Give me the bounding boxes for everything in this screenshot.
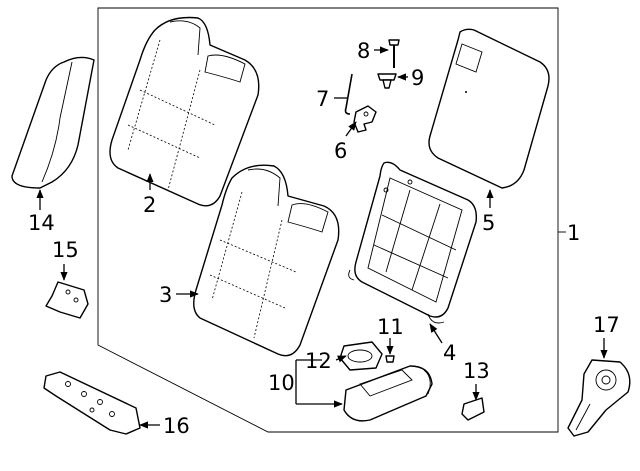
callout-5: 5 [482, 211, 495, 235]
clip [377, 73, 397, 89]
callout-10: 10 [268, 371, 295, 395]
back-panel [428, 28, 550, 189]
callout-11: 11 [377, 315, 404, 339]
bolster-bracket [45, 281, 89, 319]
side-bolster [11, 56, 95, 189]
striker-bracket [353, 105, 377, 133]
seat-back-frame [348, 161, 478, 324]
seat-back-lower [193, 164, 340, 357]
hinge-rail [43, 371, 141, 435]
callout-3: 3 [159, 283, 172, 307]
callout-14: 14 [28, 211, 55, 235]
bolt [388, 39, 400, 68]
armrest [343, 365, 433, 422]
wire-hook [344, 73, 353, 115]
recliner-mechanism [567, 359, 631, 437]
callout-8: 8 [357, 39, 370, 63]
callout-2: 2 [143, 193, 156, 217]
trim-cap [461, 397, 485, 421]
callout-7: 7 [316, 87, 329, 111]
leader-lines [36, 46, 608, 429]
callout-12: 12 [305, 349, 332, 373]
callout-9: 9 [411, 66, 424, 90]
callout-4: 4 [443, 341, 456, 365]
callout-1: 1 [567, 221, 580, 245]
callout-13: 13 [463, 359, 490, 383]
callout-6: 6 [334, 139, 347, 163]
assembly-outline [97, 7, 559, 433]
cup-holder [339, 341, 383, 371]
callout-15: 15 [52, 238, 79, 262]
callout-17: 17 [593, 313, 620, 337]
seat-back-upper [109, 16, 260, 207]
callout-16: 16 [163, 414, 190, 438]
fastener [385, 355, 395, 363]
